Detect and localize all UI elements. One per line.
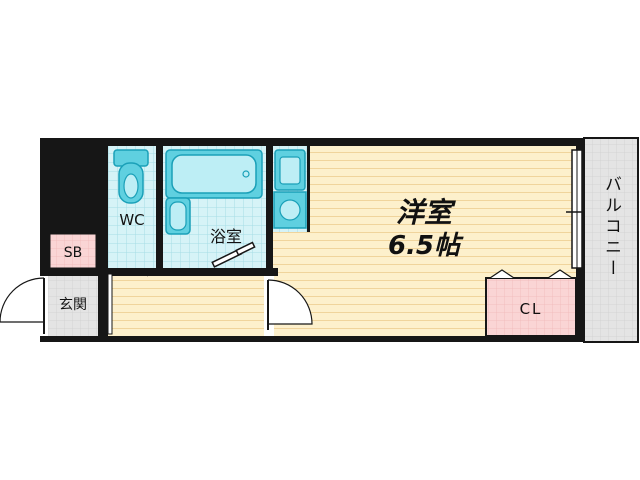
entrance-door <box>0 276 48 336</box>
kitchen-sink-bowl <box>279 156 301 185</box>
bathtub-drain <box>242 170 250 178</box>
entrance-label: 玄関 <box>59 296 87 313</box>
washing-machine-drain <box>279 199 301 221</box>
balcony-area <box>583 137 639 343</box>
wall-washroom-right <box>307 146 310 232</box>
toilet-seat <box>123 173 139 199</box>
bathroom-folding-door <box>211 241 256 268</box>
bathtub-inner <box>171 154 257 194</box>
wall-bath-room <box>266 146 273 232</box>
toilet-label: WC <box>119 211 144 229</box>
hallway-floor <box>108 276 275 336</box>
western-room-size: 6.5帖 <box>388 231 464 261</box>
storage-dark <box>48 146 96 234</box>
closet-label: CL <box>520 300 543 318</box>
wall-wet-bottom <box>108 268 278 276</box>
shoe-box-area <box>49 233 97 269</box>
entrance-area <box>48 276 98 336</box>
bath-basin-inner <box>169 201 187 231</box>
wall-entrance-right <box>96 146 108 276</box>
shoe-box-label: SB <box>64 245 83 261</box>
closet <box>485 269 577 337</box>
wall-toilet-bath <box>156 146 163 268</box>
western-room-name: 洋室 <box>396 196 456 229</box>
bathroom-label: 浴室 <box>210 227 242 246</box>
wall-room-lower-left <box>266 232 273 276</box>
toilet-door <box>107 269 149 335</box>
room-door <box>264 276 313 336</box>
balcony-label: バルコニー <box>601 175 621 280</box>
